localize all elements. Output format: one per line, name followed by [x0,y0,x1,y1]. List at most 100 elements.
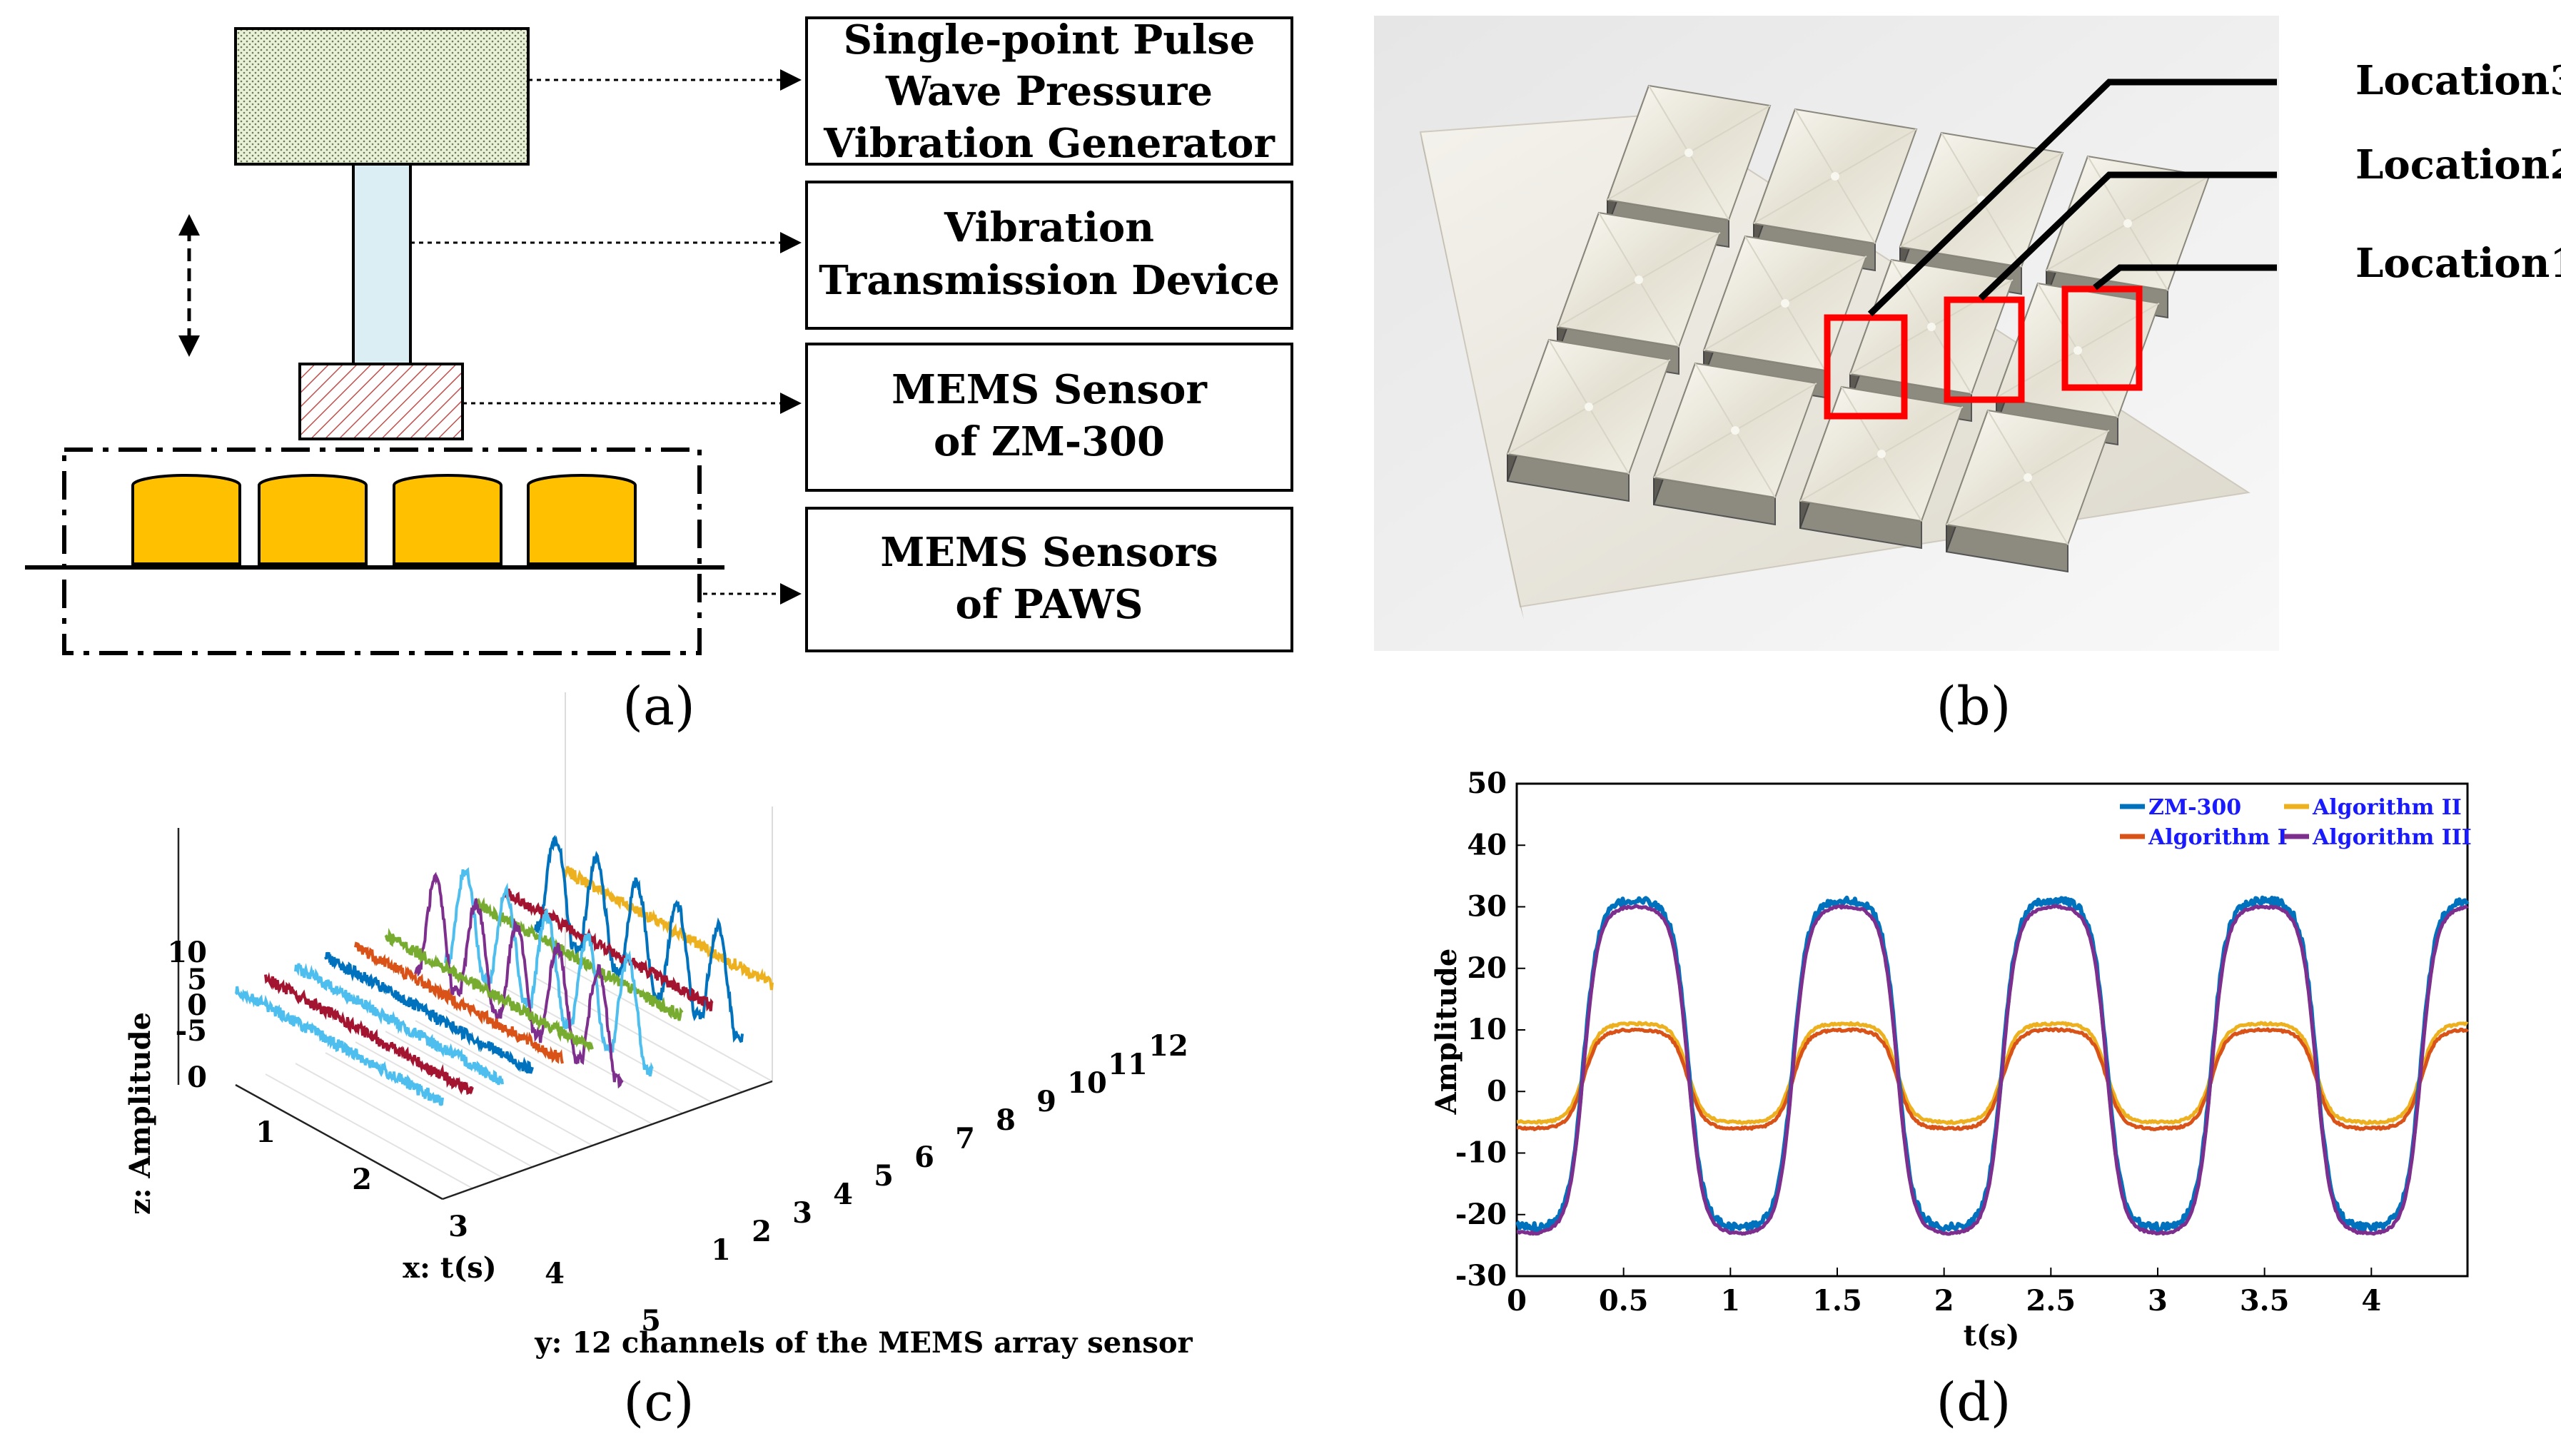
cube-apex [1877,450,1886,458]
label-box-paws [805,507,1293,652]
cube-apex [1585,403,1593,411]
z-tick-label: 0 [187,1061,207,1094]
legend-zm300: ZM-300 [2148,795,2241,820]
x-tick-label: 3 [2148,1284,2168,1318]
y-tick-label: 8 [996,1103,1016,1137]
y-tick-label: 6 [914,1141,934,1174]
y-tick-label: 7 [955,1122,975,1156]
floor-grid-line [265,1073,473,1189]
paws-sensor-3 [393,474,502,565]
y-axis-label: y: 12 channels of the MEMS array sensor [534,1326,1193,1360]
y-tick-label: 12 [1148,1029,1188,1063]
x-tick-label: 2.5 [2026,1284,2076,1318]
x-tick-label: 0.5 [1599,1284,1649,1318]
caption-a: (a) [622,676,695,737]
arrow-up-head [178,214,200,236]
series-line [1516,1021,2469,1126]
cube-apex [1831,172,1839,181]
vibration-generator [234,27,530,166]
y-tick-label: 20 [1467,951,1507,985]
y-tick-label: -10 [1455,1136,1507,1170]
label-box-generator [805,16,1293,166]
series-line [1516,1027,2469,1131]
floor-grid-line [325,1052,533,1168]
zm300-sensor-block [298,363,464,440]
x-tick-label: 2 [1934,1284,1954,1318]
channel-trace [444,866,654,1077]
y-tick-label: -20 [1455,1198,1507,1231]
y-tick-label: 1 [711,1233,731,1267]
x-tick-label: 2 [352,1163,372,1196]
y-tick-label: 40 [1467,828,1507,861]
z-axis-label: z: Amplitude [123,1012,157,1215]
legend: ZM-300 Algorithm I Algorithm II Algorith… [2120,795,2472,850]
x-tick-label: 1 [1720,1284,1740,1318]
channel-traces [234,834,774,1106]
cube-apex [2073,346,2082,355]
label-paws-line1: MEMS Sensors [880,529,1218,576]
channel-trace [504,888,714,1012]
cube-apex [1731,426,1739,435]
cube-apex [2024,473,2032,482]
channel-trace [234,986,444,1106]
y-tick-label: 10 [1467,1013,1507,1046]
floor-grid-line [355,1041,563,1157]
location1-label: Location1 [2355,240,2561,287]
x-axis-label-d: t(s) [1964,1319,2020,1353]
y-tick-label: 4 [833,1178,853,1211]
y-tick-label: 5 [874,1159,894,1193]
label-box-zm300 [805,343,1293,492]
location3-label: Location3 [2355,57,2561,104]
channel-trace [414,871,624,1089]
y-tick-label: 9 [1036,1085,1056,1118]
x-tick-label: 3 [448,1210,468,1243]
channel-trace [294,963,504,1086]
paws-array-frame [62,448,702,655]
y-axis-line [442,1080,773,1200]
panel-a: Single-point Pulse Wave Pressure Vibrati… [25,16,1293,737]
x-tick-label: 4 [545,1257,565,1290]
legend-alg1: Algorithm I [2148,825,2288,850]
location2-label: Location2 [2355,141,2561,188]
caption-d: (d) [1936,1372,2011,1433]
transmission-rod [352,163,412,365]
location1-marker [2061,285,2143,391]
floor-grid-line [565,966,773,1082]
y-tick-label: 2 [752,1215,772,1248]
label-transmission-line2: Transmission Device [819,257,1280,304]
location2-leader [1978,171,2277,301]
cube-apex [1635,275,1643,284]
z-tick-label: 10 [167,936,207,969]
label-transmission-line1: Vibration [944,204,1154,251]
label-paws-line2: of PAWS [956,581,1143,628]
series-line [1516,904,2469,1236]
paws-sensor-2 [258,474,368,565]
channel-trace [264,971,474,1096]
panel-b: Location3 Location2 Location1 (b) [1374,16,2561,737]
cube-apex [1684,148,1693,157]
floor-grid-line [415,1020,623,1136]
caption-b: (b) [1936,676,2011,737]
y-tick-label: 30 [1467,890,1507,924]
location3-leader [1867,79,2277,317]
cube-grid [1506,84,2211,573]
y-tick-label: 0 [1487,1074,1507,1108]
x-tick-label: 3.5 [2240,1284,2290,1318]
channel-trace [324,951,534,1074]
label-generator-line2: Wave Pressure [885,68,1213,115]
plot-axes-box [1515,782,2469,1278]
paws-sensor-1 [131,474,241,565]
floor-grid-line [445,1009,653,1125]
channel-trace [384,927,594,1053]
channel-trace [564,866,774,991]
label-generator-line1: Single-point Pulse [844,16,1256,64]
y-tick-label: 11 [1108,1048,1148,1081]
cube-apex [1781,299,1789,308]
floor-grid-line [385,1031,593,1146]
y-tick-label: 10 [1067,1066,1107,1100]
x-tick-label: 4 [2361,1284,2381,1318]
